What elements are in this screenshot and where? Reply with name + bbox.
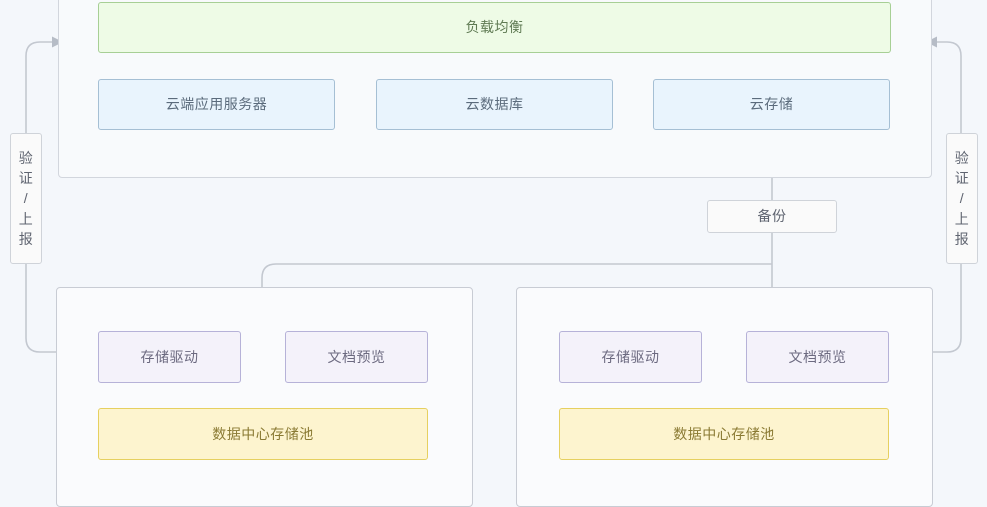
node-label-right-doc-preview: 文档预览 xyxy=(788,348,847,365)
node-left-doc-preview[interactable]: 文档预览 xyxy=(285,331,428,383)
edge-left-cluster-to-backup-trunk xyxy=(261,263,772,288)
edge-label-left-verify-report: 验 证 / 上 报 xyxy=(10,133,42,264)
node-right-storage-driver[interactable]: 存储驱动 xyxy=(559,331,702,383)
edge-label-backup: 备份 xyxy=(707,200,837,233)
datacenter-left-container xyxy=(56,287,473,507)
node-right-doc-preview[interactable]: 文档预览 xyxy=(746,331,889,383)
node-cloud-storage[interactable]: 云存储 xyxy=(653,79,890,130)
datacenter-right-container xyxy=(516,287,933,507)
node-label-right-storage-driver: 存储驱动 xyxy=(601,348,660,365)
node-label-cloud-app-server: 云端应用服务器 xyxy=(165,96,268,113)
node-label-left-storage-pool: 数据中心存储池 xyxy=(212,425,314,442)
node-left-storage-pool[interactable]: 数据中心存储池 xyxy=(98,408,428,460)
edge-label-right-verify-report: 验 证 / 上 报 xyxy=(946,133,978,264)
node-label-right-storage-pool: 数据中心存储池 xyxy=(673,425,775,442)
edge-label-right-char-4: 报 xyxy=(954,230,970,247)
edge-label-left-char-1: 证 xyxy=(18,170,34,187)
node-left-storage-driver[interactable]: 存储驱动 xyxy=(98,331,241,383)
edge-label-left-char-0: 验 xyxy=(18,149,34,166)
edge-label-backup-text: 备份 xyxy=(757,208,787,225)
edge-label-left-char-4: 报 xyxy=(18,230,34,247)
edge-label-left-char-3: 上 xyxy=(18,210,34,227)
node-label-left-doc-preview: 文档预览 xyxy=(327,348,386,365)
edge-label-left-char-2: / xyxy=(23,190,29,207)
edge-label-right-char-0: 验 xyxy=(954,149,970,166)
node-label-left-storage-driver: 存储驱动 xyxy=(140,348,199,365)
edge-label-right-char-2: / xyxy=(959,190,965,207)
node-label-cloud-storage: 云存储 xyxy=(749,96,794,113)
edge-label-right-char-1: 证 xyxy=(954,170,970,187)
node-right-storage-pool[interactable]: 数据中心存储池 xyxy=(559,408,889,460)
node-label-load-balancer: 负载均衡 xyxy=(465,19,524,36)
node-label-cloud-database: 云数据库 xyxy=(465,96,524,113)
node-cloud-app-server[interactable]: 云端应用服务器 xyxy=(98,79,335,130)
edge-label-right-char-3: 上 xyxy=(954,210,970,227)
node-cloud-database[interactable]: 云数据库 xyxy=(376,79,613,130)
node-load-balancer[interactable]: 负载均衡 xyxy=(98,2,891,53)
